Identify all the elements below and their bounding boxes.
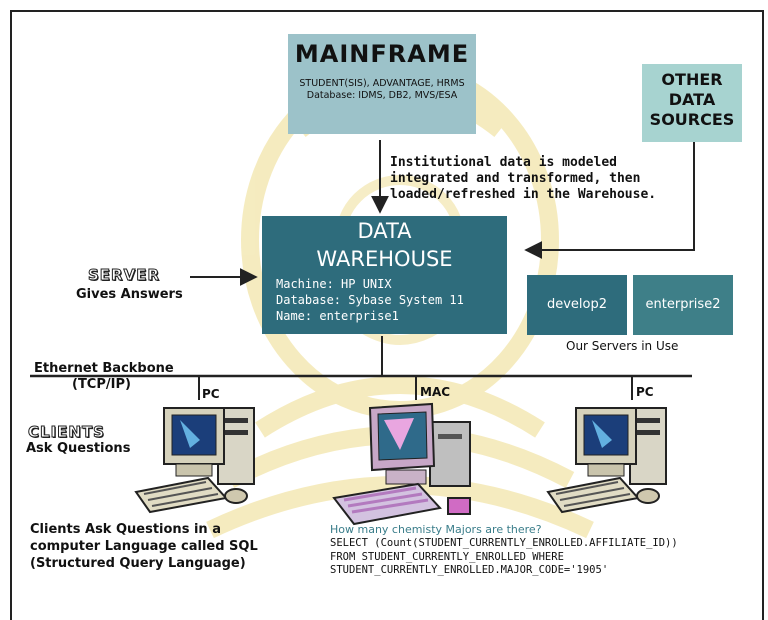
warehouse-machine: Machine: HP UNIX xyxy=(276,277,392,291)
mainframe-title: MAINFRAME xyxy=(294,40,470,68)
warehouse-title-line1: DATA xyxy=(357,219,412,243)
server-sublabel: Gives Answers xyxy=(76,287,183,302)
sql-caption-line2: computer Language called SQL xyxy=(30,539,258,554)
sql-query: SELECT (Count(STUDENT_CURRENTLY_ENROLLED… xyxy=(330,537,678,578)
mainframe-systems: STUDENT(SIS), ADVANTAGE, HRMS xyxy=(299,78,465,89)
other-data-sources-box: OTHER DATA SOURCES xyxy=(642,64,742,142)
sources-to-warehouse-arrow xyxy=(524,142,695,259)
mac-computer-icon xyxy=(332,402,471,526)
example-question: How many chemisty Majors are there? xyxy=(330,523,542,536)
annotation-line3: loaded/refreshed in the Warehouse. xyxy=(390,187,657,202)
servers-in-use-caption: Our Servers in Use xyxy=(566,339,679,353)
other-sources-line1: OTHER xyxy=(661,70,723,89)
connector-lines xyxy=(30,140,695,400)
server-develop2: develop2 xyxy=(527,275,627,335)
etl-annotation: Institutional data is modeled integrated… xyxy=(390,155,656,203)
clients-label: CLIENTS xyxy=(28,423,105,442)
sql-line3: STUDENT_CURRENTLY_ENROLLED.MAJOR_CODE='1… xyxy=(330,564,609,576)
sql-caption-line3: (Structured Query Language) xyxy=(30,556,246,571)
sql-caption-line1: Clients Ask Questions in a xyxy=(30,522,221,537)
diagram-frame xyxy=(10,10,764,620)
sql-caption: Clients Ask Questions in a computer Lang… xyxy=(30,521,258,572)
pc-computer-icon xyxy=(134,407,255,514)
tcpip-label: (TCP/IP) xyxy=(72,377,131,392)
mainframe-box: MAINFRAME STUDENT(SIS), ADVANTAGE, HRMS … xyxy=(288,34,476,134)
pc-right-label: PC xyxy=(636,385,654,399)
mainframe-databases: Database: IDMS, DB2, MVS/ESA xyxy=(306,90,458,101)
clients-sublabel: Ask Questions xyxy=(26,441,131,456)
pc-computer-icon-right xyxy=(546,407,667,514)
pc-left-label: PC xyxy=(202,387,220,401)
ethernet-backbone-label: Ethernet Backbone xyxy=(34,361,174,376)
mac-label: MAC xyxy=(420,385,451,399)
other-sources-line3: SOURCES xyxy=(649,110,735,129)
warehouse-database: Database: Sybase System 11 xyxy=(276,293,464,307)
warehouse-details: Machine: HP UNIX Database: Sybase System… xyxy=(262,276,507,324)
other-sources-line2: DATA xyxy=(668,90,716,109)
warehouse-title-line2: WAREHOUSE xyxy=(316,247,453,271)
data-warehouse-box: DATA WAREHOUSE Machine: HP UNIX Database… xyxy=(262,216,507,334)
annotation-line1: Institutional data is modeled xyxy=(390,155,617,170)
server-label: SERVER xyxy=(87,266,161,285)
sql-line1: SELECT (Count(STUDENT_CURRENTLY_ENROLLED… xyxy=(330,537,678,549)
server-enterprise2: enterprise2 xyxy=(633,275,733,335)
annotation-line2: integrated and transformed, then xyxy=(390,171,641,186)
warehouse-name: Name: enterprise1 xyxy=(276,309,399,323)
sql-line2: FROM STUDENT_CURRENTLY_ENROLLED WHERE xyxy=(330,550,564,563)
